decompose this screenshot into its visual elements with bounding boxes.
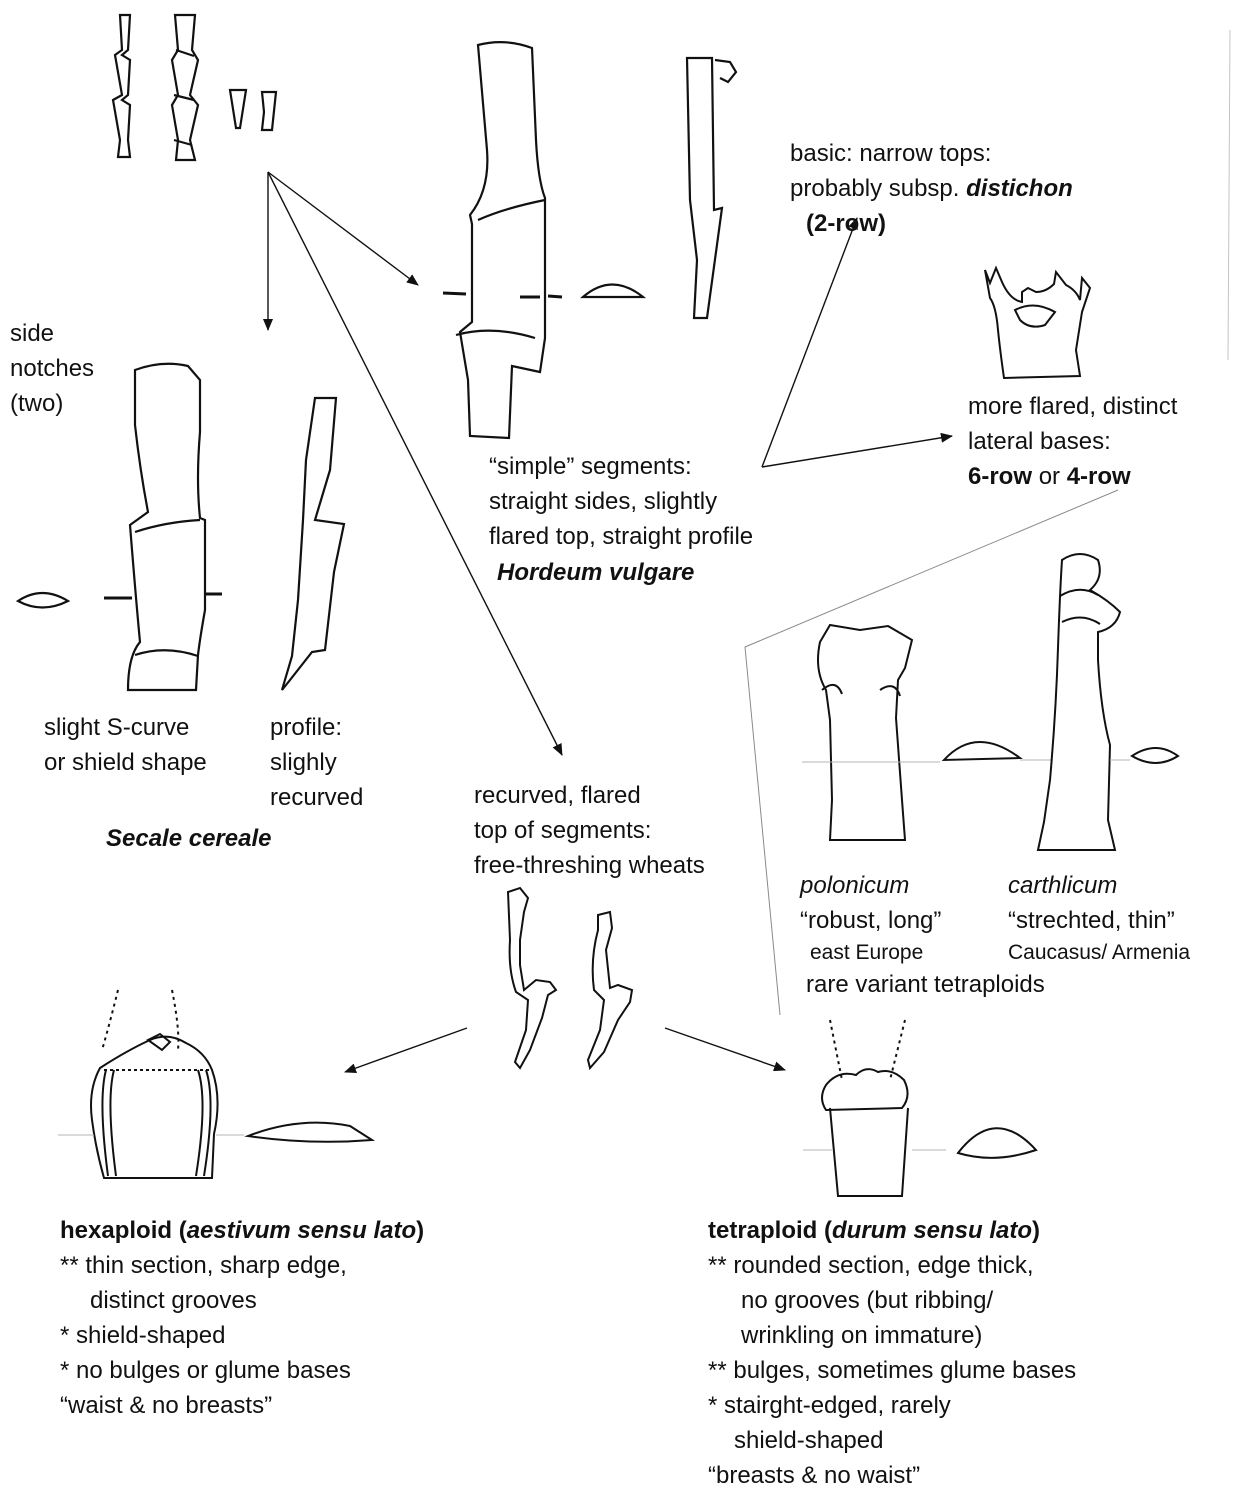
two-row-line-2: probably subsp. distichon (790, 171, 1073, 206)
rare-variant-note: rare variant tetraploids (806, 967, 1045, 1002)
hexaploid-line: * shield-shaped (60, 1318, 424, 1353)
hexaploid-line: ** thin section, sharp edge, (60, 1248, 424, 1283)
free-threshing-caption-line: recurved, flared (474, 778, 705, 813)
tetraploid-description: tetraploid (durum sensu lato) ** rounded… (708, 1213, 1076, 1493)
six-row-label: 6-row (968, 463, 1032, 490)
rachis-fragments-drawing (113, 15, 276, 160)
barley-simple-caption: “simple” segments: straight sides, sligh… (489, 449, 753, 554)
two-row-prefix: probably subsp. (790, 175, 959, 202)
carthlicum-drawing (1038, 554, 1178, 850)
polonicum-region: east Europe (800, 938, 941, 968)
barley-branch-arrows (762, 218, 952, 467)
tetraploid-heading-taxon: durum sensu lato (832, 1217, 1032, 1244)
tetraploid-line: ** rounded section, edge thick, (708, 1248, 1076, 1283)
hexaploid-heading-pre: hexaploid ( (60, 1217, 187, 1244)
tetraploid-line: “breasts & no waist” (708, 1458, 1076, 1493)
six-row-barley-drawing (985, 268, 1090, 378)
hexaploid-heading: hexaploid (aestivum sensu lato) (60, 1213, 424, 1248)
two-row-label: (2-row) (790, 206, 1073, 241)
polonicum-caption: polonicum “robust, long” east Europe (800, 868, 941, 968)
barley-taxon-label: Hordeum vulgare (497, 555, 694, 590)
tetraploid-line: shield-shaped (708, 1423, 1076, 1458)
carthlicum-caption: carthlicum “strechted, thin” Caucasus/ A… (1008, 868, 1190, 968)
hexaploid-description: hexaploid (aestivum sensu lato) ** thin … (60, 1213, 424, 1423)
rye-profile-caption-line: profile: (270, 710, 363, 745)
carthlicum-quote: “strechted, thin” (1008, 903, 1190, 938)
two-row-barley-caption: basic: narrow tops: probably subsp. dist… (790, 136, 1073, 241)
hexaploid-segment-drawing (58, 990, 372, 1178)
six-row-or: or (1039, 463, 1060, 490)
six-row-line-3: 6-row or 4-row (968, 459, 1177, 494)
polonicum-name: polonicum (800, 868, 941, 903)
tetraploid-segment-drawing (803, 1020, 1036, 1196)
hexaploid-heading-taxon: aestivum sensu lato (187, 1217, 416, 1244)
rye-taxon-label: Secale cereale (106, 821, 271, 856)
carthlicum-name: carthlicum (1008, 868, 1190, 903)
tetraploid-line: no grooves (but ribbing/ (708, 1283, 1076, 1318)
rye-profile-caption-line: recurved (270, 780, 363, 815)
rye-notch-label: side notches (two) (10, 316, 94, 421)
barley-segment-drawing (443, 42, 736, 438)
two-row-line-1: basic: narrow tops: (790, 136, 1073, 171)
free-threshing-caption-line: top of segments: (474, 813, 705, 848)
hexaploid-line: * no bulges or glume bases (60, 1353, 424, 1388)
tetraploid-line: wrinkling on immature) (708, 1318, 1076, 1353)
hexaploid-heading-post: ) (416, 1217, 424, 1244)
six-row-line-1: more flared, distinct (968, 389, 1177, 424)
barley-simple-caption-line: flared top, straight profile (489, 519, 753, 554)
carthlicum-region: Caucasus/ Armenia (1008, 938, 1190, 968)
rye-notch-label-line: (two) (10, 386, 94, 421)
rye-shape-caption: slight S-curve or shield shape (44, 710, 207, 780)
distichon-taxon: distichon (966, 175, 1073, 202)
six-row-line-2: lateral bases: (968, 424, 1177, 459)
tetraploid-line: ** bulges, sometimes glume bases (708, 1353, 1076, 1388)
rye-profile-caption-line: slighly (270, 745, 363, 780)
barley-simple-caption-line: “simple” segments: (489, 449, 753, 484)
free-threshing-caption: recurved, flared top of segments: free-t… (474, 778, 705, 883)
barley-simple-caption-line: straight sides, slightly (489, 484, 753, 519)
ploidy-arrows (345, 1028, 785, 1072)
tetraploid-heading-pre: tetraploid ( (708, 1217, 832, 1244)
rye-shape-caption-line: or shield shape (44, 745, 207, 780)
tetraploid-line: * stairght-edged, rarely (708, 1388, 1076, 1423)
rye-notch-label-line: notches (10, 351, 94, 386)
rye-profile-caption: profile: slighly recurved (270, 710, 363, 815)
free-threshing-caption-line: free-threshing wheats (474, 848, 705, 883)
page-edge-line (1228, 30, 1230, 360)
rye-shape-caption-line: slight S-curve (44, 710, 207, 745)
four-row-label: 4-row (1067, 463, 1131, 490)
hexaploid-line: “waist & no breasts” (60, 1388, 424, 1423)
tetraploid-heading-post: ) (1032, 1217, 1040, 1244)
polonicum-quote: “robust, long” (800, 903, 941, 938)
six-row-barley-caption: more flared, distinct lateral bases: 6-r… (968, 389, 1177, 494)
tetraploid-heading: tetraploid (durum sensu lato) (708, 1213, 1076, 1248)
polonicum-drawing (802, 625, 1052, 840)
rye-notch-label-line: side (10, 316, 94, 351)
free-threshing-wheat-drawing (508, 888, 632, 1068)
hexaploid-line: distinct grooves (60, 1283, 424, 1318)
